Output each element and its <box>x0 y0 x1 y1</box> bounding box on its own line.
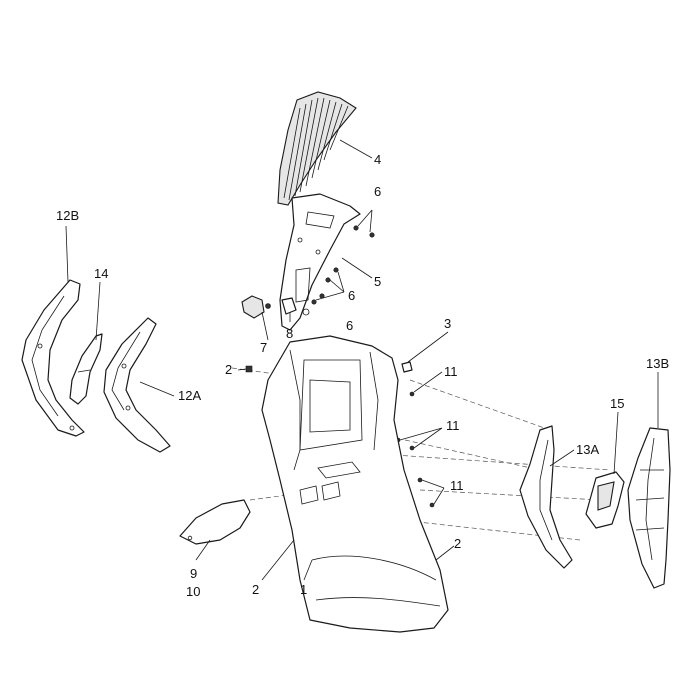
label-9: 9 <box>190 566 197 581</box>
label-2-right: 2 <box>454 536 461 551</box>
label-2-bottom: 2 <box>252 582 259 597</box>
label-7: 7 <box>260 340 267 355</box>
part-14-bracket <box>69 333 103 405</box>
label-11-lower: 11 <box>450 478 464 493</box>
part-13b-right-outer-panel <box>627 427 671 589</box>
label-12a: 12A <box>178 388 201 403</box>
part-12b-left-outer-panel <box>21 279 85 437</box>
part-3-nut-clip <box>401 361 413 373</box>
label-2-left: 2 <box>225 362 232 377</box>
label-13a: 13A <box>576 442 599 457</box>
part-4-grille <box>277 91 357 206</box>
part-7-connector <box>241 295 271 319</box>
label-6-lower: 6 <box>346 318 353 333</box>
label-15: 15 <box>610 396 624 411</box>
label-12b: 12B <box>56 208 79 223</box>
part-6-screws <box>311 225 375 305</box>
label-11-top: 11 <box>444 364 458 379</box>
label-6-top: 6 <box>374 184 381 199</box>
label-8: 8 <box>286 326 293 341</box>
label-10: 10 <box>186 584 200 599</box>
label-11-middle: 11 <box>446 418 460 433</box>
part-8-clip <box>281 297 297 315</box>
part-5-front-bracket <box>279 193 361 331</box>
part-labels: 4 6 5 6 6 8 7 3 11 11 11 2 2 2 1 9 10 12… <box>56 152 669 599</box>
part-1-front-shield <box>261 335 449 633</box>
label-4: 4 <box>374 152 381 167</box>
label-14: 14 <box>94 266 108 281</box>
label-1: 1 <box>300 582 307 597</box>
leader-lines <box>65 139 659 581</box>
label-5: 5 <box>374 274 381 289</box>
part-12a-left-inner-panel <box>103 317 171 453</box>
label-3: 3 <box>444 316 451 331</box>
part-9-10-side-panel <box>179 499 251 545</box>
part-15-bracket <box>585 471 625 529</box>
label-13b: 13B <box>646 356 669 371</box>
label-6-middle: 6 <box>348 288 355 303</box>
part-13a-right-inner-panel <box>519 425 573 569</box>
